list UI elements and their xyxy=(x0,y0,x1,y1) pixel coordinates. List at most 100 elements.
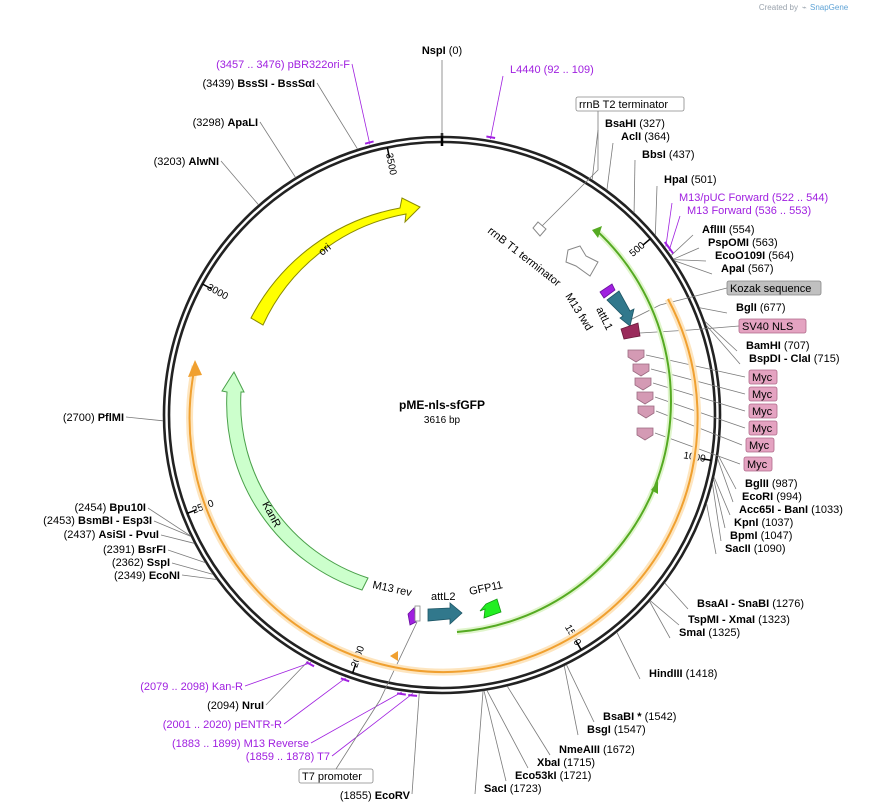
primer-label[interactable]: (2079 .. 2098) Kan-R xyxy=(140,681,243,693)
site-name: BbsI xyxy=(642,149,669,161)
restriction-site-label[interactable]: EcoO109I (564) xyxy=(715,250,794,262)
restriction-site-label[interactable]: SacI (1723) xyxy=(484,783,541,795)
restriction-site-label[interactable]: (2094) NruI xyxy=(207,700,264,712)
restriction-site-label[interactable]: EcoRI (994) xyxy=(742,491,802,503)
myc-tag-feature[interactable] xyxy=(627,349,645,363)
primer-label[interactable]: (2001 .. 2020) pENTR-R xyxy=(163,719,282,731)
t7-promoter-feature[interactable] xyxy=(414,605,421,622)
myc-tag-feature[interactable] xyxy=(634,377,652,391)
restriction-site-label[interactable]: NspI (0) xyxy=(422,45,462,57)
restriction-site-label[interactable]: BspDI - ClaI (715) xyxy=(749,353,839,365)
restriction-site-label[interactable]: Acc65I - BanI (1033) xyxy=(739,504,843,516)
kozak-label: Kozak sequence xyxy=(730,283,811,295)
restriction-site-label[interactable]: BsgI (1547) xyxy=(587,724,646,736)
primer-leader-line xyxy=(490,75,504,140)
site-name: NmeAIII xyxy=(559,744,603,756)
restriction-site-label[interactable]: (3203) AlwNI xyxy=(154,156,219,168)
restriction-site-label[interactable]: (2454) Bpu10I xyxy=(74,502,146,514)
m13-rev-feature[interactable] xyxy=(407,607,417,626)
rrnb-t2-feature[interactable] xyxy=(532,221,547,237)
restriction-site-label[interactable]: (2453) BsmBI - Esp3I xyxy=(43,515,152,527)
restriction-site-label[interactable]: Eco53kI (1721) xyxy=(515,770,591,782)
rrnb-t2-leader xyxy=(539,111,599,229)
restriction-site-label[interactable]: KpnI (1037) xyxy=(734,517,793,529)
restriction-site-label[interactable]: HindIII (1418) xyxy=(649,668,717,680)
restriction-site-label[interactable]: BsaHI (327) xyxy=(605,118,665,130)
site-position: (677) xyxy=(760,302,786,314)
primer-label[interactable]: M13 Forward (536 .. 553) xyxy=(687,205,811,217)
primer-mark[interactable] xyxy=(396,692,406,696)
restriction-site-label[interactable]: (2391) BsrFI xyxy=(103,544,166,556)
rrnb-t2-label: rrnB T2 terminator xyxy=(579,99,668,111)
site-name: EcoRV xyxy=(375,790,411,802)
restriction-site-label[interactable]: TspMI - XmaI (1323) xyxy=(688,614,790,626)
site-leader-line xyxy=(316,82,358,150)
site-leader-line xyxy=(670,234,694,256)
sv40-label: SV40 NLS xyxy=(742,321,793,333)
restriction-site-label[interactable]: HpaI (501) xyxy=(664,174,717,186)
restriction-site-label[interactable]: PspOMI (563) xyxy=(708,237,778,249)
green-arc-a-arrowhead xyxy=(592,226,602,238)
restriction-site-label[interactable]: (1855) EcoRV xyxy=(340,790,411,802)
primer-label[interactable]: (1883 .. 1899) M13 Reverse xyxy=(172,738,309,750)
site-leader-line xyxy=(713,478,726,529)
primer-mark[interactable] xyxy=(667,245,674,255)
attl2-feature[interactable] xyxy=(427,602,463,625)
restriction-site-label[interactable]: BamHI (707) xyxy=(746,340,810,352)
restriction-site-label[interactable]: (2349) EcoNI xyxy=(114,570,180,582)
gfp11-feature[interactable] xyxy=(479,598,502,619)
primer-leader-line xyxy=(331,693,414,757)
site-leader-line xyxy=(506,686,551,756)
t7-promoter-label-box xyxy=(298,768,374,784)
restriction-site-label[interactable]: BglI (677) xyxy=(736,302,786,314)
restriction-site-label[interactable]: BglII (987) xyxy=(745,478,798,490)
site-position: (2454) xyxy=(74,502,109,514)
site-position: (501) xyxy=(691,174,717,186)
sv40-nls-feature[interactable] xyxy=(620,322,641,340)
restriction-site-label[interactable]: (2437) AsiSI - PvuI xyxy=(64,529,159,541)
site-name: Acc65I - BanI xyxy=(739,504,811,516)
restriction-site-label[interactable]: SmaI (1325) xyxy=(679,627,740,639)
primer-mark[interactable] xyxy=(364,140,374,145)
primer-mark[interactable] xyxy=(408,693,418,697)
restriction-site-label[interactable]: NmeAIII (1672) xyxy=(559,744,635,756)
kanr-feature[interactable] xyxy=(221,370,369,591)
myc-tag-feature[interactable] xyxy=(637,405,655,419)
primer-mark[interactable] xyxy=(340,677,350,683)
myc-tag-feature[interactable] xyxy=(636,427,654,441)
site-leader-line xyxy=(717,454,737,490)
restriction-site-label[interactable]: AflIII (554) xyxy=(702,224,755,236)
restriction-site-label[interactable]: BbsI (437) xyxy=(642,149,695,161)
primer-label[interactable]: (3457 .. 3476) pBR322ori-F xyxy=(216,59,350,71)
m13-fwd-feature[interactable] xyxy=(599,283,616,299)
myc-tag-feature[interactable] xyxy=(636,391,654,405)
restriction-site-label[interactable]: SacII (1090) xyxy=(725,543,786,555)
restriction-site-label[interactable]: (3439) BssSI - BssSαI xyxy=(202,78,315,90)
restriction-site-label[interactable]: (3298) ApaLI xyxy=(193,117,258,129)
primer-mark[interactable] xyxy=(486,135,496,140)
ori-feature[interactable] xyxy=(250,197,421,326)
restriction-site-label[interactable]: (2700) PflMI xyxy=(63,412,124,424)
site-position: (1855) xyxy=(340,790,375,802)
rrnb-t1-feature[interactable] xyxy=(565,245,599,277)
site-name: TspMI - XmaI xyxy=(688,614,758,626)
primer-label[interactable]: L4440 (92 .. 109) xyxy=(510,64,594,76)
primer-label[interactable]: M13/pUC Forward (522 .. 544) xyxy=(679,192,828,204)
restriction-site-label[interactable]: AclI (364) xyxy=(621,131,670,143)
site-leader-line xyxy=(591,129,599,180)
restriction-site-label[interactable]: BpmI (1047) xyxy=(730,530,792,542)
myc-tag-feature[interactable] xyxy=(632,363,650,377)
myc-label-box xyxy=(748,369,778,385)
t7-promoter-label: T7 promoter xyxy=(302,771,362,783)
restriction-site-label[interactable]: ApaI (567) xyxy=(721,263,774,275)
primer-label[interactable]: (1859 .. 1878) T7 xyxy=(246,751,330,763)
restriction-site-label[interactable]: (2362) SspI xyxy=(112,557,170,569)
myc-label: Myc xyxy=(752,372,773,384)
restriction-site-label[interactable]: XbaI (1715) xyxy=(537,757,595,769)
restriction-site-label[interactable]: BsaAI - SnaBI (1276) xyxy=(697,598,804,610)
site-leader-line xyxy=(705,324,741,365)
attl1-feature[interactable] xyxy=(606,290,635,327)
restriction-site-label[interactable]: BsaBI * (1542) xyxy=(603,711,676,723)
primer-mark[interactable] xyxy=(305,661,315,668)
